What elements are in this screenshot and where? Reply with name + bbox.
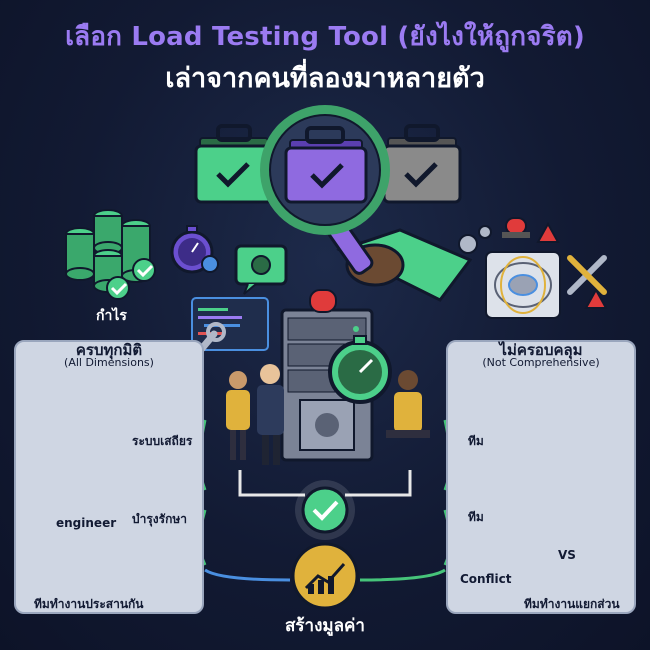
- check-icon: [216, 162, 250, 188]
- gear-icon: [201, 255, 219, 273]
- right-panel-subtitle: (Not Comprehensive): [482, 356, 600, 369]
- warning-icon: [536, 221, 560, 243]
- growth-coin-icon: [291, 542, 359, 610]
- right-item-team-1: ทีม: [468, 434, 484, 448]
- right-item-conflict: Conflict: [460, 572, 512, 586]
- left-panel-subtitle: (All Dimensions): [64, 356, 154, 369]
- coins-icon: [65, 209, 156, 300]
- warning-icon: [584, 287, 608, 309]
- magnifier-icon: [260, 105, 473, 302]
- alarm-light-icon: [309, 289, 337, 313]
- tools-icon: [567, 255, 607, 295]
- check-icon: [110, 282, 128, 296]
- title-line-2: เล่าจากคนที่ลองมาหลายตัว: [165, 63, 485, 94]
- server-rack-icon: [280, 289, 374, 462]
- profit-label: กำไร: [96, 308, 127, 324]
- right-item-team-2: ทีม: [468, 510, 484, 524]
- right-panel-title: ไม่ครอบคลุม: [499, 341, 583, 359]
- big-stopwatch-icon: [328, 335, 392, 404]
- create-value-label: สร้างมูลค่า: [285, 616, 365, 636]
- left-item-maintenance: บำรุงรักษา: [132, 512, 188, 526]
- gear-icon: [478, 225, 492, 239]
- right-panel: [446, 340, 636, 614]
- arrow-left-to-center: [204, 568, 291, 582]
- check-icon: [404, 162, 438, 188]
- chat-bubble-gear-icon: [234, 244, 288, 295]
- toolbox-gray: [382, 124, 462, 204]
- arrow-team-right: [345, 470, 412, 497]
- left-item-engineer: engineer: [56, 516, 117, 530]
- alert-icons-right: [458, 217, 608, 309]
- check-icon: [310, 163, 344, 189]
- team-people-center: [226, 364, 430, 465]
- center-value-icons: [291, 480, 359, 610]
- check-icon: [312, 500, 339, 521]
- vs-label: VS: [558, 548, 576, 562]
- tangled-brain-icon: [485, 251, 561, 319]
- stopwatch-icon: [170, 225, 219, 274]
- left-panel-title: ครบทุกมิติ: [75, 341, 143, 359]
- arrow-team-left: [238, 470, 305, 497]
- gear-icon: [458, 234, 478, 254]
- check-icon: [136, 264, 154, 278]
- title-line-1: เลือก Load Testing Tool (ยังไงให้ถูกจริต…: [65, 22, 585, 52]
- left-item-team-collab: ทีมทำงานประสานกัน: [34, 597, 144, 611]
- gear-icon: [315, 413, 339, 437]
- left-item-stable: ระบบเสถียร: [132, 434, 193, 448]
- left-panel: [14, 340, 204, 614]
- right-item-team-separate: ทีมทำงานแยกส่วน: [524, 597, 620, 611]
- arrow-right-to-center: [359, 568, 446, 582]
